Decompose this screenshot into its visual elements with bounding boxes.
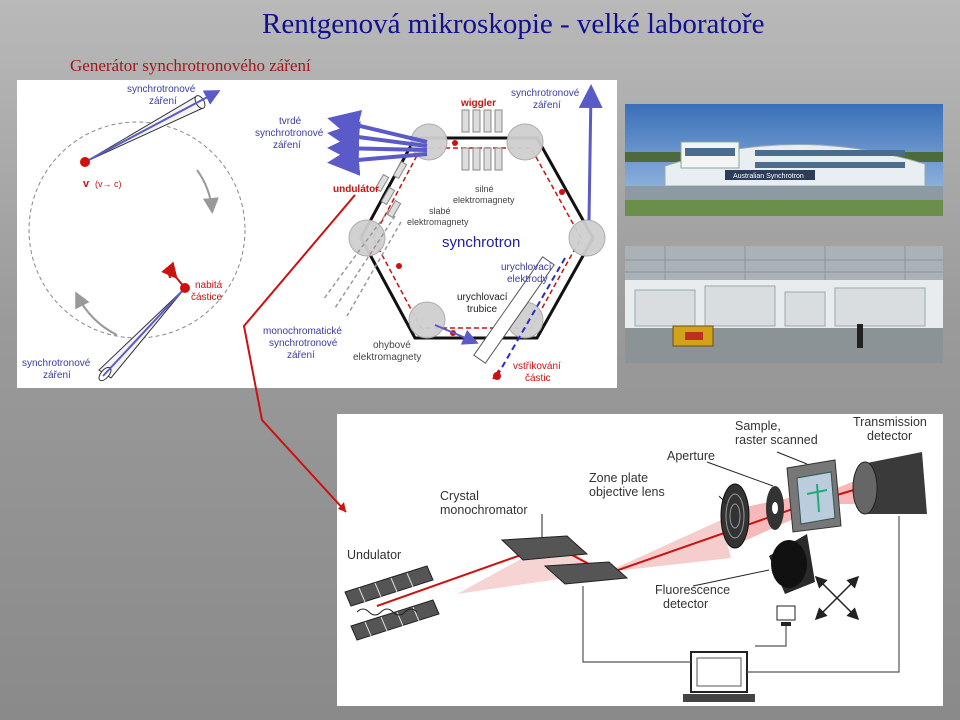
label-mono-3: záření [287, 350, 315, 361]
label-sync-rad-bottom-1: synchrotronové [22, 358, 91, 369]
label-velocity-2: v [167, 269, 174, 281]
sample-stage [786, 459, 842, 533]
label-electrodes-2: elektrody [507, 274, 548, 285]
label-transmission-1: Transmission [853, 415, 927, 429]
label-weak-2: elektromagnety [407, 217, 469, 227]
label-transmission-2: detector [867, 429, 912, 443]
synchrotron-building-photo: Australian Synchrotron [625, 104, 943, 216]
label-sync-rad-right-1: synchrotronové [511, 88, 580, 99]
label-velocity-note: (v→ c) [95, 179, 122, 189]
beam-right-up [578, 84, 603, 221]
label-sync-rad-right-2: záření [533, 100, 561, 111]
label-fluorescence-2: detector [663, 597, 708, 611]
label-tube-1: urychlovací [457, 292, 508, 303]
slide-title: Rentgenová mikroskopie - velké laboratoř… [262, 8, 765, 40]
radiation-cone-top [80, 90, 221, 167]
label-sync-rad-bottom-2: záření [43, 370, 71, 381]
label-crystal-2: monochromator [440, 503, 528, 517]
building-sign: Australian Synchrotron [733, 173, 804, 180]
hard-radiation-beams [327, 110, 428, 176]
label-particle-1: nabitá [195, 280, 223, 291]
fluorescence-detector [769, 534, 815, 594]
label-sample-1: Sample, [735, 419, 781, 433]
label-particle-2: částice [191, 292, 223, 303]
aperture [766, 486, 784, 530]
label-synchrotron: synchrotron [442, 234, 520, 251]
label-fluorescence-1: Fluorescence [655, 583, 730, 597]
xray-microscope-schematic: Undulator Crystal monochromator Zone pla… [337, 414, 943, 706]
label-injection-2: částic [525, 373, 551, 384]
label-bending-2: elektromagnety [353, 352, 421, 363]
label-hard-1: tvrdé [279, 116, 302, 127]
label-zone-plate-2: objective lens [589, 485, 665, 499]
orbit-arrow [196, 169, 219, 214]
label-tube-2: trubice [467, 304, 497, 315]
zone-plate [720, 483, 750, 549]
label-velocity: v [83, 178, 90, 190]
small-computer-icon [776, 605, 796, 626]
crystal-monochromator [500, 535, 629, 585]
label-mono-1: monochromatické [263, 326, 342, 337]
label-hard-3: záření [273, 140, 301, 151]
label-sync-rad-top-1: synchrotronové [127, 84, 196, 95]
slide-subtitle: Generátor synchrotronového záření [70, 56, 311, 75]
undulator-device [344, 565, 440, 641]
label-undulator: undulátor [333, 184, 379, 195]
label-electrodes-1: urychlovací [501, 262, 552, 273]
computer-icon [683, 651, 755, 702]
label-zone-plate-1: Zone plate [589, 471, 648, 485]
label-strong-1: silné [475, 184, 494, 194]
label-strong-2: elektromagnety [453, 195, 515, 205]
synchrotron-diagram: synchrotronové záření v (v→ c) v nabitá … [17, 80, 617, 388]
orbit-circle [28, 121, 246, 339]
label-wiggler: wiggler [460, 98, 496, 109]
label-aperture: Aperture [667, 449, 715, 463]
label-undulator: Undulator [347, 548, 401, 562]
label-sample-2: raster scanned [735, 433, 818, 447]
label-bending-1: ohybové [373, 340, 411, 351]
radiation-cone-bottom [98, 261, 190, 382]
label-sync-rad-top-2: záření [149, 96, 177, 107]
label-crystal-1: Crystal [440, 489, 479, 503]
label-hard-2: synchrotronové [255, 128, 324, 139]
scan-arrows [814, 575, 860, 621]
label-injection-1: vstřikování [513, 361, 561, 372]
label-weak-1: slabé [429, 206, 451, 216]
control-wires [582, 516, 900, 673]
label-mono-2: synchrotronové [269, 338, 338, 349]
synchrotron-hall-photo [625, 246, 943, 363]
transmission-detector [852, 452, 927, 515]
